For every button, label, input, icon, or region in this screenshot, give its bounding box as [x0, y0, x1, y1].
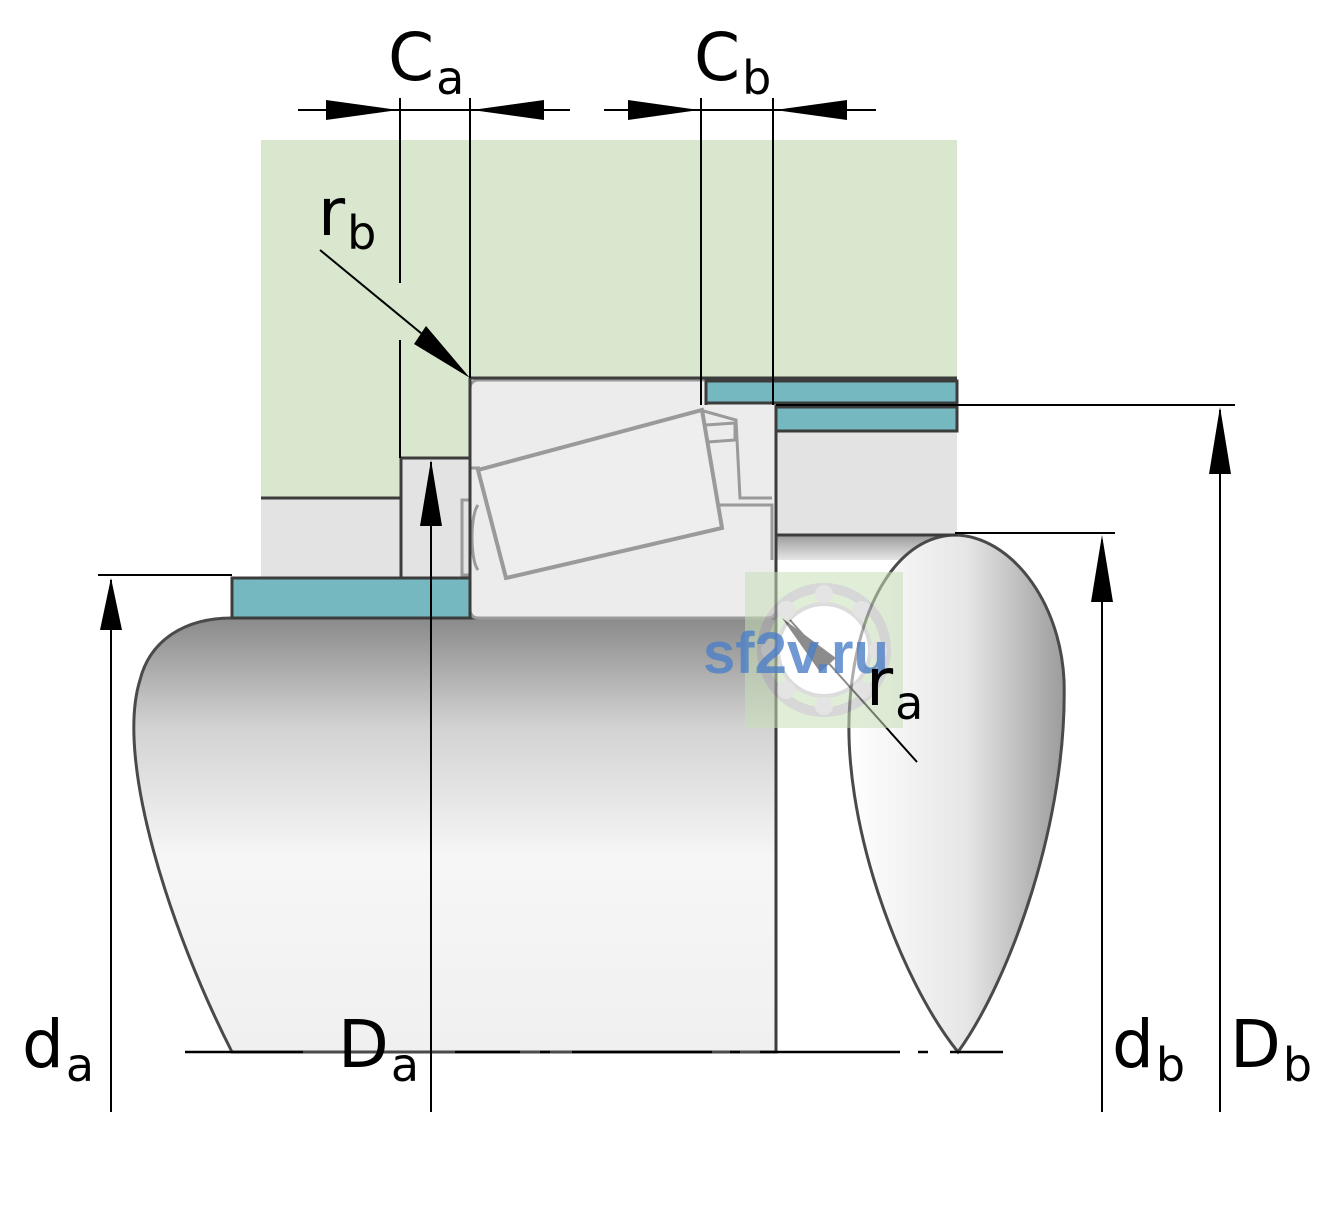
label-cb: Cb — [694, 25, 771, 102]
label-cb-sub: b — [742, 51, 772, 105]
label-rb-sub: b — [347, 206, 377, 260]
label-Da: Da — [338, 1012, 419, 1089]
label-rb: rb — [318, 180, 376, 257]
label-ra-sub: a — [895, 676, 924, 730]
label-ra-main: r — [866, 644, 894, 721]
label-ca-main: C — [388, 19, 435, 96]
label-Db: Db — [1230, 1012, 1312, 1089]
outline-lines — [261, 376, 957, 1052]
label-rb-main: r — [318, 174, 346, 251]
left-housing-gray — [261, 498, 401, 578]
right-spacer-sleeve-lower — [774, 405, 959, 433]
label-Da-main: D — [338, 1006, 389, 1083]
tapered-roller — [475, 407, 725, 581]
watermark-text: sf2v.ru — [703, 621, 889, 686]
label-db-sub: b — [1155, 1038, 1186, 1092]
label-Db-sub: b — [1282, 1038, 1313, 1092]
left-spacer-sleeve — [230, 576, 472, 620]
right-gray-block — [776, 430, 957, 535]
label-ca: Ca — [388, 25, 464, 102]
bearing-detail-lines — [460, 408, 774, 577]
housing — [261, 140, 957, 380]
label-db-main: d — [1112, 1006, 1154, 1083]
label-Da-sub: a — [390, 1038, 420, 1092]
label-db: db — [1112, 1012, 1185, 1089]
shaft — [132, 616, 778, 1054]
watermark-logo — [745, 572, 903, 728]
dimension-lines — [98, 98, 1235, 1112]
label-ra: ra — [866, 650, 923, 727]
right-spacer-sleeve-upper — [704, 379, 959, 405]
label-da-sub: a — [65, 1038, 95, 1092]
label-da: da — [22, 1012, 94, 1089]
label-cb-main: C — [694, 19, 741, 96]
label-ca-sub: a — [436, 51, 465, 105]
label-da-main: d — [22, 1006, 64, 1083]
label-Db-main: D — [1230, 1006, 1281, 1083]
